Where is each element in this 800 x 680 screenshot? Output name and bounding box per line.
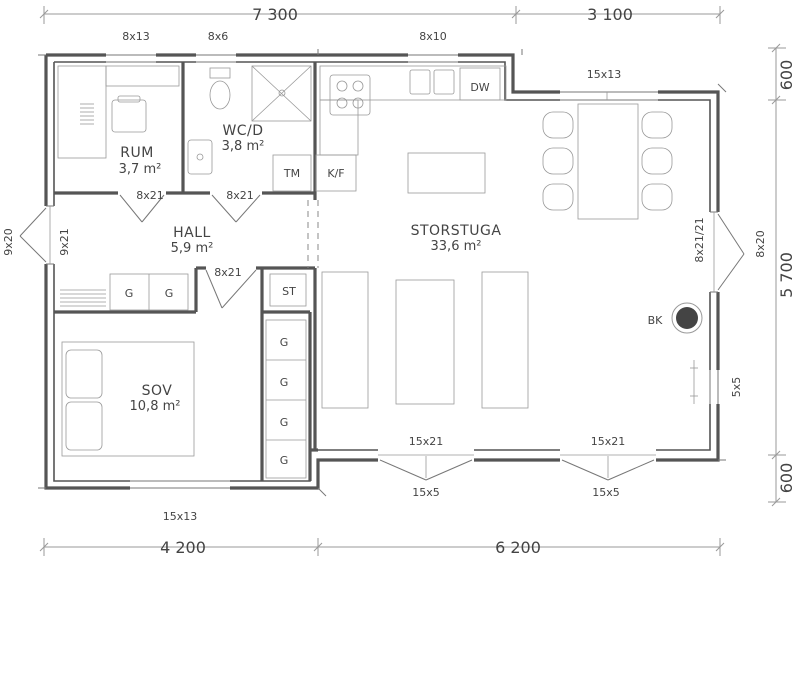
label-wc-window: 8x6 xyxy=(208,30,229,43)
interior-walls xyxy=(54,62,319,481)
room-name-wcd: WC/D xyxy=(222,123,263,139)
room-name-storstuga: STORSTUGA xyxy=(411,223,502,239)
sov-furniture xyxy=(61,319,307,479)
label-dining-window: 15x13 xyxy=(587,68,622,81)
label-terrace-door-left: 15x21 xyxy=(409,435,444,448)
label-terrace-door-right: 15x21 xyxy=(591,435,626,448)
hall-wardrobe-left: G xyxy=(125,287,134,300)
room-area-rum: 3,7 m² xyxy=(119,162,162,177)
dimension-lines xyxy=(39,6,786,556)
bk-label: BK xyxy=(648,314,664,327)
hall-furniture xyxy=(60,273,307,311)
hall-wardrobe-right: G xyxy=(165,287,174,300)
kf-label: K/F xyxy=(327,167,344,180)
label-wc-door: 8x21 xyxy=(226,189,254,202)
label-entry-door-inner: 9x21 xyxy=(58,228,71,256)
label-rum-window: 8x13 xyxy=(122,30,150,43)
label-rum-door: 8x21 xyxy=(136,189,164,202)
room-area-sov: 10,8 m² xyxy=(130,399,181,414)
sov-wardrobe-2: G xyxy=(280,376,289,389)
label-sov-door: 8x21 xyxy=(214,266,242,279)
dimension-top-left: 7 300 xyxy=(252,5,298,24)
rum-furniture xyxy=(57,65,180,159)
label-right-door-outer: 8x20 xyxy=(754,230,767,258)
sov-wardrobe-1: G xyxy=(280,336,289,349)
dimension-right-bottom: 600 xyxy=(777,463,796,494)
room-name-rum: RUM xyxy=(120,145,154,161)
label-terrace-window-left: 15x5 xyxy=(412,486,440,499)
outer-walls xyxy=(38,49,727,497)
wc-fixtures xyxy=(187,65,357,192)
sov-wardrobe-4: G xyxy=(280,454,289,467)
dimension-bottom-left: 4 200 xyxy=(160,538,206,557)
dining-furniture xyxy=(542,103,673,220)
room-area-storstuga: 33,6 m² xyxy=(431,239,482,254)
label-kitchen-window: 8x10 xyxy=(419,30,447,43)
room-area-hall: 5,9 m² xyxy=(171,241,214,256)
label-right-door-inner: 8x21/21 xyxy=(693,217,706,262)
label-right-window: 5x5 xyxy=(730,377,743,398)
tm-label: TM xyxy=(283,167,300,180)
dimension-top-right: 3 100 xyxy=(587,5,633,24)
living-furniture xyxy=(321,271,703,409)
room-name-hall: HALL xyxy=(173,225,211,241)
window-openings xyxy=(106,52,721,491)
dimension-right-middle: 5 700 xyxy=(777,252,796,298)
dw-label: DW xyxy=(470,81,489,94)
kitchen-fixtures xyxy=(319,65,507,194)
room-area-wcd: 3,8 m² xyxy=(222,139,265,154)
dimension-right-top: 600 xyxy=(777,60,796,91)
dimension-bottom-right: 6 200 xyxy=(495,538,541,557)
st-label: ST xyxy=(282,285,296,298)
label-entry-door-outer: 9x20 xyxy=(2,228,15,256)
room-name-sov: SOV xyxy=(142,383,173,399)
label-terrace-window-right: 15x5 xyxy=(592,486,620,499)
sov-wardrobe-3: G xyxy=(280,416,289,429)
doors xyxy=(19,92,745,481)
label-sov-window: 15x13 xyxy=(163,510,198,523)
